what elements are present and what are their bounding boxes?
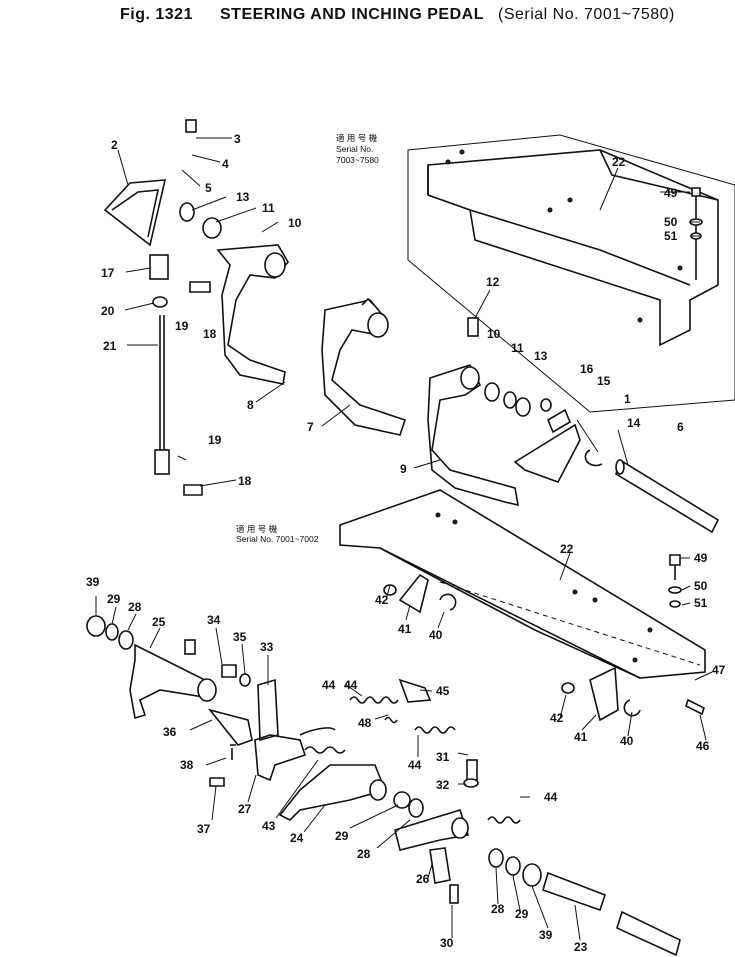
part-label: 35	[233, 630, 247, 644]
part-label: 8	[247, 398, 254, 412]
steering-pedal-left	[103, 119, 289, 496]
part-label: 25	[152, 615, 166, 629]
lower-note-jp: 適 用 号 機	[236, 524, 278, 534]
part-label: 32	[436, 778, 450, 792]
part-label: 43	[262, 819, 276, 833]
part-label: 13	[534, 349, 548, 363]
part-label: 44	[344, 678, 358, 692]
lower-frame	[339, 489, 706, 722]
inching-shaft-assembly	[86, 615, 346, 787]
part-label: 22	[560, 542, 574, 556]
part-label: 51	[694, 596, 708, 610]
part-label: 15	[597, 374, 611, 388]
part-label: 16	[580, 362, 594, 376]
part-label: 40	[620, 734, 634, 748]
part-label: 23	[574, 940, 588, 954]
part-label: 31	[436, 750, 450, 764]
part-label: 48	[358, 716, 372, 730]
part-label: 19	[175, 319, 189, 333]
part-label: 5	[205, 181, 212, 195]
part-label: 50	[694, 579, 708, 593]
part-label: 12	[486, 275, 500, 289]
springs	[349, 696, 521, 824]
part-label: 19	[208, 433, 222, 447]
part-label: 40	[429, 628, 443, 642]
serial-notes: 適 用 号 機 Serial No. 7003~7580 適 用 号 機 Ser…	[236, 133, 379, 544]
part-label: 33	[260, 640, 274, 654]
part-label: 44	[322, 678, 336, 692]
part-label: 46	[696, 739, 710, 753]
part-label: 30	[440, 936, 454, 950]
part-label: 22	[612, 155, 626, 169]
part-label: 11	[511, 341, 524, 355]
part-label: 10	[288, 216, 302, 230]
part-label: 36	[163, 725, 177, 739]
part-label: 42	[550, 711, 564, 725]
part-label: 38	[180, 758, 194, 772]
part-label: 18	[238, 474, 252, 488]
part-label: 17	[101, 266, 115, 280]
part-label: 41	[398, 622, 412, 636]
part-label: 3	[234, 132, 241, 146]
upper-note-en: Serial No.	[336, 144, 373, 154]
part-label: 29	[335, 829, 349, 843]
part-label: 26	[416, 872, 430, 886]
part-label: 39	[86, 575, 100, 589]
part-label: 41	[574, 730, 588, 744]
figure-title: STEERING AND INCHING PEDAL	[220, 6, 484, 23]
lever-assembly	[278, 678, 681, 957]
part-label: 51	[664, 229, 678, 243]
part-label: 1	[624, 392, 631, 406]
part-label: 29	[515, 907, 529, 921]
part-label: 10	[487, 327, 501, 341]
part-labels: 1 2 3 4 5 6 7 8 9 10 10 11 11 12 13 13 1…	[86, 132, 726, 954]
part-label: 44	[544, 790, 558, 804]
part-label: 4	[222, 157, 229, 171]
leader-lines	[95, 137, 713, 941]
part-label: 34	[207, 613, 221, 627]
part-label: 28	[357, 847, 371, 861]
upper-frame-detail	[407, 134, 735, 413]
part-label: 24	[290, 831, 304, 845]
part-label: 44	[408, 758, 422, 772]
part-label: 45	[436, 684, 450, 698]
part-label: 39	[539, 928, 553, 942]
part-label: 29	[107, 592, 121, 606]
part-label: 14	[627, 416, 641, 430]
part-label: 13	[236, 190, 250, 204]
part-label: 7	[307, 420, 314, 434]
part-label: 47	[712, 663, 726, 677]
part-label: 21	[103, 339, 117, 353]
part-label: 11	[262, 201, 275, 215]
lower-note-en: Serial No. 7001~7002	[236, 534, 319, 544]
part-label: 49	[694, 551, 708, 565]
header: Fig. 1321 STEERING AND INCHING PEDAL (Se…	[0, 0, 735, 30]
part-label: 49	[664, 186, 678, 200]
part-label: 2	[111, 138, 118, 152]
steering-pedal-right	[427, 317, 720, 534]
part-label: 50	[664, 215, 678, 229]
figure-number: Fig. 1321	[120, 6, 193, 23]
part-label: 18	[203, 327, 217, 341]
part-label: 42	[375, 593, 389, 607]
upper-note-range: 7003~7580	[336, 155, 379, 165]
part-label: 37	[197, 822, 211, 836]
upper-note-jp: 適 用 号 機	[336, 133, 378, 143]
part-label: 6	[677, 420, 684, 434]
part-label: 27	[238, 802, 252, 816]
inching-pedal	[321, 297, 407, 436]
part-label: 28	[128, 600, 142, 614]
part-label: 9	[400, 462, 407, 476]
part-label: 28	[491, 902, 505, 916]
serial-range: (Serial No. 7001~7580)	[498, 6, 675, 23]
part-label: 20	[101, 304, 115, 318]
